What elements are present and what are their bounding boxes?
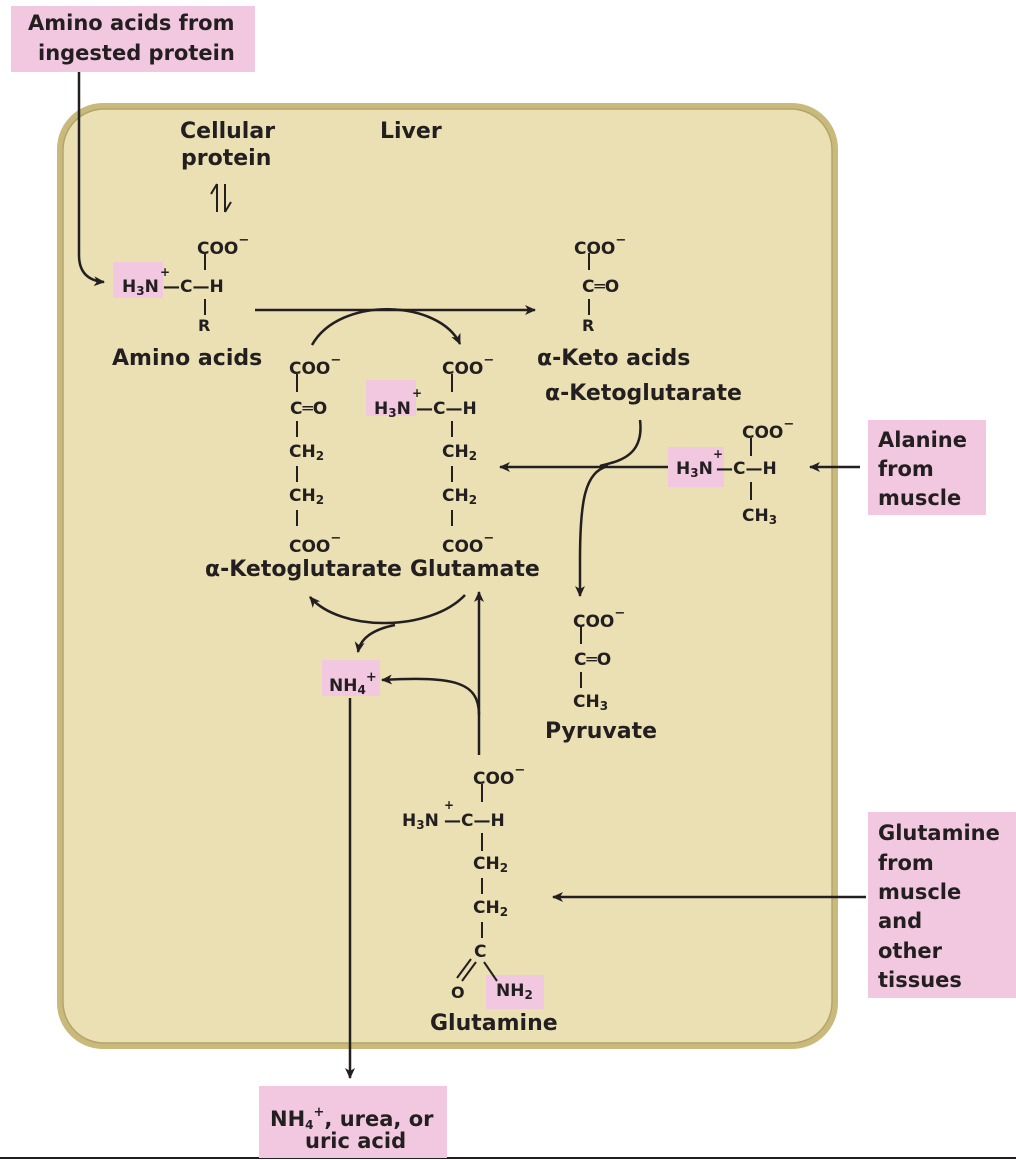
alanine-amino-highlight: [668, 447, 724, 487]
glutamate-amino-highlight: [366, 380, 416, 416]
equilibrium-arrows: [210, 183, 232, 213]
glutamine-box-line4: and: [878, 909, 923, 933]
alanine-box-line1: Alanine: [878, 428, 967, 452]
glutamine-box-line6: tissues: [878, 968, 962, 992]
ingested-protein-line2: ingested protein: [38, 41, 235, 65]
arrow-glutamine-to-ammonium: [381, 674, 481, 716]
glutamine-box-line2: from: [878, 851, 934, 875]
amino-group-highlight: [113, 262, 163, 298]
akg-right-label: α-Ketoglutarate: [545, 381, 742, 406]
cellular-protein-line1: Cellular: [180, 119, 276, 144]
keto-acids-label: α-Keto acids: [537, 346, 691, 371]
glutamine-box-line3: muscle: [878, 880, 962, 904]
curve-akg-join: [599, 419, 642, 468]
cellular-protein-line2: protein: [181, 146, 272, 171]
arc-glutamate-to-akg: [309, 594, 466, 625]
ammonium-label: NH4+: [329, 670, 377, 697]
akg-left-label: α-Ketoglutarate: [205, 557, 402, 582]
ingested-protein-line1: Amino acids from: [28, 11, 235, 35]
glutamine-box-line5: other: [878, 939, 943, 963]
glutamine-from-tissues-box: [868, 812, 1016, 998]
ammonium-highlight: [322, 660, 380, 696]
alanine-from-muscle-box: [868, 420, 986, 515]
output-box: [259, 1086, 447, 1158]
output-line2: uric acid: [305, 1129, 407, 1153]
arrow-to-ammonium: [354, 623, 396, 653]
glutamate-label: Glutamate: [410, 557, 540, 582]
output-line1: NH4+, urea, or: [270, 1105, 434, 1132]
amino-acids-label: Amino acids: [112, 346, 263, 371]
arrow-to-pyruvate: [575, 464, 609, 597]
pyruvate-label: Pyruvate: [545, 719, 658, 744]
glutamine-box-line1: Glutamine: [878, 821, 1000, 845]
arrow-ingested-to-aminoacid: [77, 72, 105, 287]
arc-akg-to-glutamate: [310, 308, 462, 346]
ingested-protein-box: [11, 6, 255, 72]
liver-cell-inner: [62, 108, 833, 1044]
glutamine-label: Glutamine: [430, 1011, 558, 1036]
liver-label: Liver: [380, 119, 442, 144]
alanine-box-line2: from: [878, 457, 934, 481]
alanine-box-line3: muscle: [878, 486, 962, 510]
